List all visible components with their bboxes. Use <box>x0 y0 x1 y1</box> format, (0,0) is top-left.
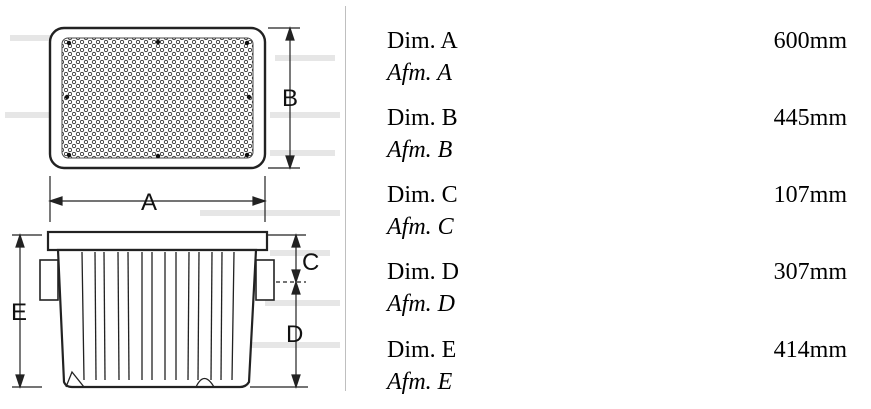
label-e: E <box>11 299 27 326</box>
label-a: A <box>141 189 157 216</box>
dimension-d-marker <box>250 280 308 389</box>
dimension-b-marker <box>268 26 300 170</box>
top-view-grate <box>48 26 267 170</box>
dim-value: 600mm <box>773 28 847 54</box>
background-scan-texture <box>5 35 340 348</box>
dimension-row-c: Dim. C Afm. C 107mm <box>387 181 847 251</box>
side-view-body <box>39 230 275 389</box>
dim-value: 414mm <box>773 337 847 363</box>
label-d: D <box>286 321 303 348</box>
dimension-row-d: Dim. D Afm. D 307mm <box>387 258 847 328</box>
dim-label: Dim. E <box>387 337 457 363</box>
label-b: B <box>282 85 298 112</box>
dimension-drawing: B A E <box>5 26 340 389</box>
divider-line <box>345 6 346 391</box>
dim-label: Dim. D <box>387 259 459 285</box>
dimension-row-a: Dim. A Afm. A 600mm <box>387 27 847 97</box>
dim-sublabel: Afm. E <box>387 369 453 395</box>
dimension-a-marker <box>48 176 267 222</box>
dim-value: 107mm <box>773 182 847 208</box>
dimension-row-b: Dim. B Afm. B 445mm <box>387 104 847 174</box>
dimension-row-e: Dim. E Afm. E 414mm <box>387 336 847 406</box>
dim-sublabel: Afm. D <box>387 291 455 317</box>
dim-value: 445mm <box>773 105 847 131</box>
dim-label: Dim. C <box>387 182 458 208</box>
dimension-e-marker <box>12 233 42 389</box>
dim-label: Dim. A <box>387 28 458 54</box>
dim-label: Dim. B <box>387 105 458 131</box>
label-c: C <box>302 249 319 276</box>
dim-sublabel: Afm. A <box>387 60 452 86</box>
dim-value: 307mm <box>773 259 847 285</box>
dim-sublabel: Afm. C <box>387 214 454 240</box>
dim-sublabel: Afm. B <box>387 137 453 163</box>
dimension-c-marker <box>268 233 306 284</box>
